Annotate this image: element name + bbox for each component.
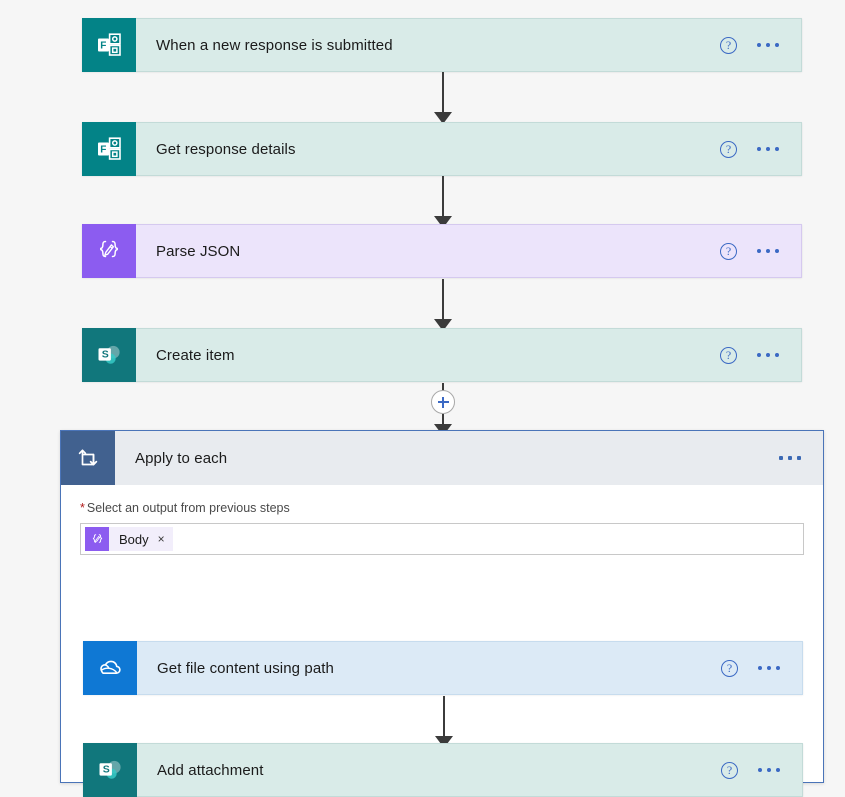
svg-text:F: F — [100, 145, 106, 156]
more-commands-icon[interactable] — [757, 147, 779, 151]
flow-step-card-add-attachment[interactable]: S Add attachment ? — [83, 743, 803, 797]
svg-text:F: F — [100, 41, 106, 52]
flow-step-tools: ? — [720, 225, 801, 277]
more-commands-icon[interactable] — [758, 666, 780, 670]
help-icon[interactable]: ? — [720, 346, 737, 364]
flow-step-tools: ? — [720, 19, 801, 71]
flow-step-title: Create item — [156, 346, 235, 364]
flow-step-title: Add attachment — [157, 761, 264, 779]
sharepoint-icon: S — [82, 328, 136, 382]
flow-step-tools: ? — [721, 642, 802, 694]
flow-step-card-trigger-forms-new-response[interactable]: F When a new response is submitted ? — [82, 18, 802, 72]
flow-connector-arrow — [433, 279, 453, 331]
flow-step-tools: ? — [720, 329, 801, 381]
flow-step-title: Parse JSON — [156, 242, 241, 260]
flow-connector-arrow — [433, 176, 453, 228]
help-icon[interactable]: ? — [721, 761, 738, 779]
svg-text:S: S — [103, 764, 110, 776]
help-icon[interactable]: ? — [720, 36, 737, 54]
more-commands-icon[interactable] — [757, 353, 779, 357]
microsoft-forms-icon: F — [82, 18, 136, 72]
required-marker: * — [80, 501, 85, 515]
scope-body: *Select an output from previous steps Bo… — [61, 485, 823, 797]
scope-title: Apply to each — [135, 449, 228, 467]
svg-text:S: S — [102, 349, 109, 361]
parse-json-icon — [85, 527, 109, 551]
help-icon[interactable]: ? — [720, 242, 737, 260]
flow-step-card-create-item[interactable]: S Create item ? — [82, 328, 802, 382]
more-commands-icon[interactable] — [758, 768, 780, 772]
flow-step-card-get-response-details[interactable]: F Get response details ? — [82, 122, 802, 176]
scope-apply-to-each[interactable]: Apply to each *Select an output from pre… — [60, 430, 824, 797]
flow-step-title: When a new response is submitted — [156, 36, 393, 54]
help-icon[interactable]: ? — [720, 140, 737, 158]
flow-step-tools: ? — [721, 744, 802, 796]
scope-header[interactable]: Apply to each — [61, 431, 823, 485]
field-label-text: Select an output from previous steps — [86, 501, 290, 515]
flow-step-card-get-file-content-using-path[interactable]: Get file content using path ? — [83, 641, 803, 695]
flow-step-card-parse-json[interactable]: Parse JSON ? — [82, 224, 802, 278]
token-label: Body — [119, 531, 149, 547]
flow-step-title: Get response details — [156, 140, 296, 158]
flow-step-title: Get file content using path — [157, 659, 334, 677]
insert-new-step-button[interactable] — [431, 390, 455, 414]
microsoft-forms-icon: F — [82, 122, 136, 176]
select-output-input[interactable]: Body × — [80, 523, 804, 555]
more-commands-icon[interactable] — [779, 456, 801, 460]
select-output-field-label: *Select an output from previous steps — [61, 485, 823, 515]
more-commands-icon[interactable] — [757, 249, 779, 253]
more-commands-icon[interactable] — [757, 43, 779, 47]
flow-connector-arrow — [433, 72, 453, 124]
flow-connector-arrow — [434, 696, 454, 748]
loop-icon — [61, 431, 115, 485]
flow-connector-stem-upper — [433, 383, 453, 391]
dynamic-content-token-body[interactable]: Body × — [85, 527, 173, 551]
scope-tools — [779, 431, 823, 485]
close-icon[interactable]: × — [157, 532, 165, 546]
help-icon[interactable]: ? — [721, 659, 738, 677]
onedrive-icon — [83, 641, 137, 695]
parse-json-icon — [82, 224, 136, 278]
flow-step-tools: ? — [720, 123, 801, 175]
sharepoint-icon: S — [83, 743, 137, 797]
